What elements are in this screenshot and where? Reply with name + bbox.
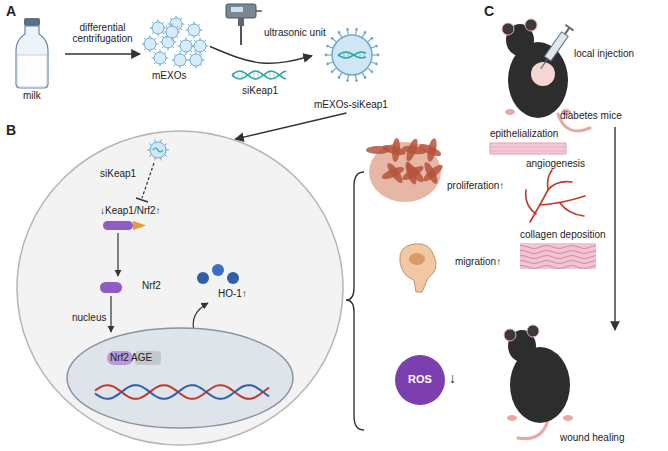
loaded-exosome-box: mEXOs-siKeap1 xyxy=(312,25,394,113)
blood-vessels xyxy=(526,170,585,222)
exosome-cluster xyxy=(142,16,209,69)
equipment-label: ultrasonic unit xyxy=(264,27,326,39)
diabetes-mouse: diabetes mice xyxy=(495,15,645,127)
node-text: Nrf2 xyxy=(142,280,161,292)
node-text: wound healing xyxy=(560,432,625,444)
outcome-label: collagen deposition xyxy=(520,229,606,241)
migration-cell xyxy=(400,244,436,292)
node-text: milk xyxy=(23,90,41,102)
panel-letter: B xyxy=(6,122,16,139)
sirna-helix xyxy=(232,71,286,79)
outcome-label: epithelialization xyxy=(490,128,558,140)
ros-circle: ROS ↓ xyxy=(395,355,465,405)
proliferation-result: proliferation↑ xyxy=(365,140,525,212)
outcome-label: angiogenesis xyxy=(526,158,585,170)
cell: siKeap1 ↓Keap1/Nrf2↑ Nrf2HO-1↑ nucleusNrf2 … xyxy=(15,130,345,446)
arrow-connector xyxy=(235,113,346,139)
node-text: ROS xyxy=(395,373,445,386)
nucleus: nucleusNrf2 AGE xyxy=(65,310,295,430)
node-text: ↓Keap1/Nrf2↑ xyxy=(100,205,161,217)
epithelium-strip xyxy=(490,143,566,154)
milk-bottle xyxy=(16,18,48,88)
collagen-image xyxy=(520,243,596,269)
node-text: mEXOs-siKeap1 xyxy=(314,99,388,111)
arrow-connector xyxy=(210,47,312,64)
node-text: mEXOs xyxy=(152,70,186,82)
healed-mouse xyxy=(504,325,573,439)
nucleus-outline xyxy=(65,310,295,430)
node-text: diabetes mice xyxy=(560,110,622,122)
node-text: nucleus xyxy=(72,312,106,324)
procedure-label: local injection xyxy=(574,48,634,60)
panel-letter: A xyxy=(6,3,16,20)
milk-source: milk xyxy=(5,15,65,107)
node-text: ↓ xyxy=(449,370,456,387)
node-text: Nrf2 AGE xyxy=(110,352,152,364)
node-text: siKeap1 xyxy=(100,168,136,180)
migration-result: migration↑ xyxy=(395,240,520,295)
node-text: migration↑ xyxy=(455,256,501,268)
sirna-label: siKeap1 xyxy=(242,85,278,97)
arrow-connector xyxy=(614,127,615,330)
healed-mouse: wound healing xyxy=(495,330,645,448)
proliferation-image xyxy=(366,137,445,202)
loaded-exosome xyxy=(325,28,380,82)
arrow-connector xyxy=(65,53,140,54)
brace xyxy=(346,172,364,430)
ultrasonic-unit xyxy=(226,4,262,45)
exosome-group: mEXOs xyxy=(140,15,210,85)
node-text: HO-1↑ xyxy=(218,288,247,300)
node-text: proliferation↑ xyxy=(447,180,504,192)
edge-label: differential centrifugation xyxy=(64,22,142,45)
panel-letter: C xyxy=(484,3,494,20)
